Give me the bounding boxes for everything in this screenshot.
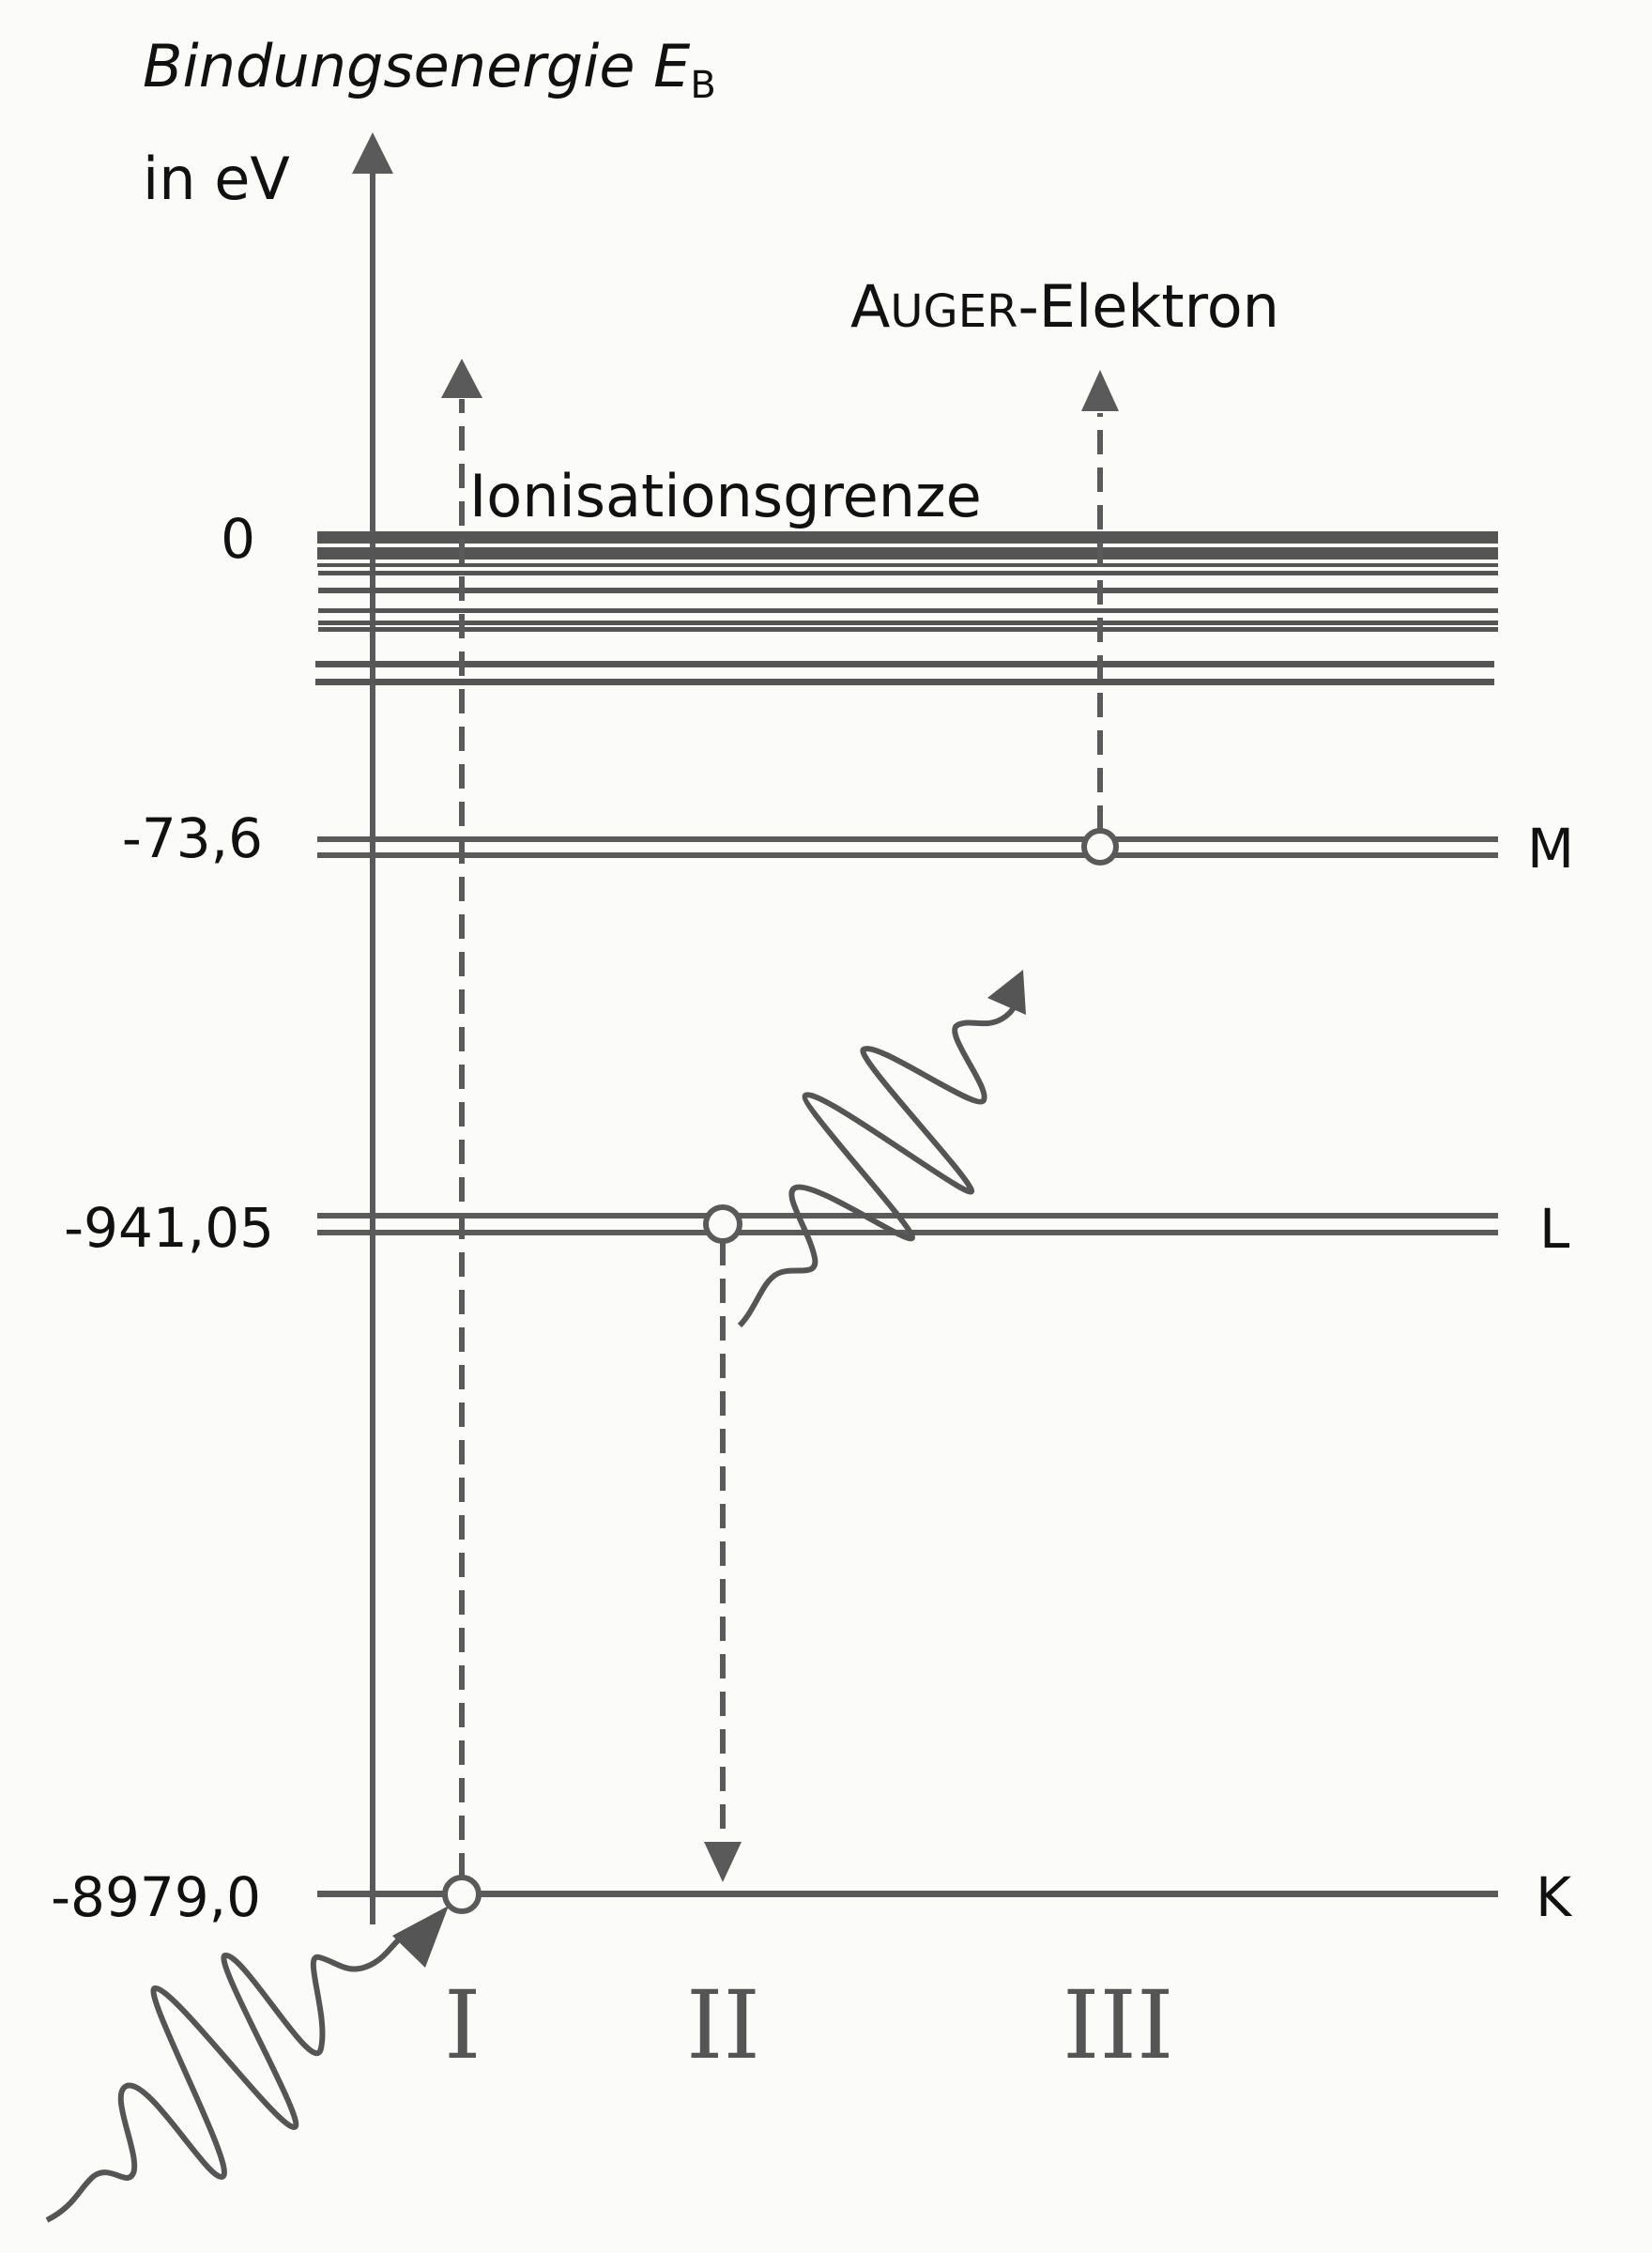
axis-arrow-icon <box>352 132 393 174</box>
level-K <box>317 1891 1498 1897</box>
electron-M <box>1081 828 1119 866</box>
axis-unit: in eV <box>143 145 290 213</box>
axis-title: Bindungsenergie EB <box>143 32 716 107</box>
auger-electron-label: AUGER-Elektron <box>850 272 1279 341</box>
energy-axis <box>352 132 393 1924</box>
shell-label-M: M <box>1527 817 1575 881</box>
emitted-photon-wave-icon <box>737 970 1026 1328</box>
shell-label-L: L <box>1539 1197 1570 1261</box>
ionization-continuum-lines <box>315 531 1498 685</box>
process-label-III: III <box>1063 1970 1174 2080</box>
process-label-I: I <box>444 1970 482 2080</box>
tick-label-K: -8979,0 <box>51 1865 261 1929</box>
tick-label-L: -941,05 <box>64 1196 274 1260</box>
electron-hole-K <box>442 1875 482 1914</box>
tick-label-zero: 0 <box>221 507 255 571</box>
incoming-photon-wave-icon <box>45 1906 449 2223</box>
shell-label-K: K <box>1536 1865 1572 1929</box>
arrow-down-icon <box>704 1842 742 1882</box>
electron-L <box>703 1204 742 1244</box>
tick-label-M: -73,6 <box>121 806 263 870</box>
process-label-II: II <box>686 1970 761 2080</box>
arrow-up-icon <box>1081 370 1119 411</box>
ionization-limit-label: Ionisationsgrenze <box>469 462 982 530</box>
process-III-auger-arrow <box>1081 370 1119 866</box>
process-II-transition-arrow <box>703 1204 742 1882</box>
arrow-up-icon <box>441 359 482 398</box>
level-M <box>317 836 1498 858</box>
process-I-ionization-arrow <box>441 359 482 1914</box>
